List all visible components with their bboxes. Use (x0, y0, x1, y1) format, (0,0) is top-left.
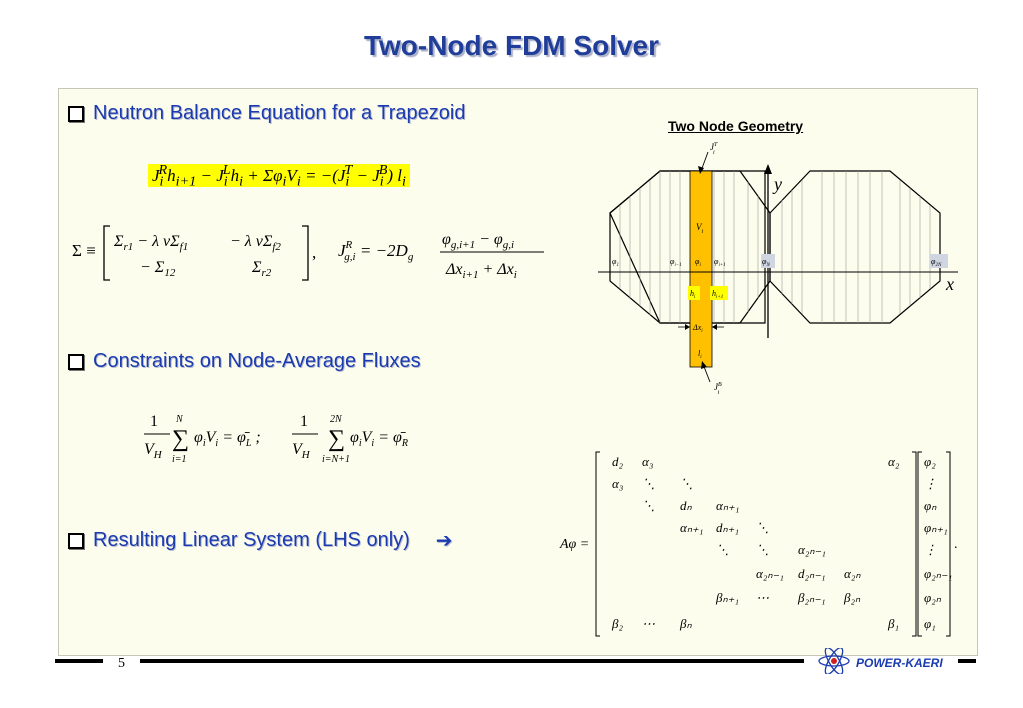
matrix-entry: α₃ (642, 454, 653, 469)
vector-entry: φ₂ₙ₋₁ (924, 566, 952, 581)
svg-text:JRg,i = −2Dg: JRg,i = −2Dg (338, 239, 414, 263)
vector-entry: ⋮ (924, 542, 937, 557)
svg-text:JBi: JBi (714, 382, 722, 396)
matrix-entry: β₂ₙ (843, 590, 861, 605)
svg-text:φi−1: φi−1 (670, 257, 682, 268)
svg-text:φN: φN (762, 257, 770, 268)
balance-equation: JiRhi+1 − JiLhi + ΣφiVi = −(JiT − JiB) l… (148, 162, 410, 190)
matrix-entry: ⋱ (680, 476, 693, 491)
svg-text:Δxi: Δxi (692, 323, 703, 334)
matrix-entry: αₙ₊₁ (680, 520, 703, 535)
matrix-entry: ⋱ (642, 498, 655, 513)
matrix-entry: α₂ₙ (844, 566, 861, 581)
matrix-entry: α₂ₙ₋₁ (798, 542, 826, 557)
y-axis-label: y (772, 174, 782, 194)
checkbox-square-icon (68, 532, 84, 549)
svg-text:hi+1: hi+1 (712, 289, 723, 300)
svg-text:JTi: JTi (710, 142, 718, 156)
matrix-lhs: Aφ = (559, 537, 589, 552)
svg-text:∑: ∑ (328, 426, 345, 452)
bullet-text: Resulting Linear System (LHS only) (93, 529, 410, 551)
matrix-entry: dₙ₊₁ (716, 520, 739, 535)
bullet-linear-system: Resulting Linear System (LHS only) ➔ (68, 528, 453, 553)
bullet-text: Neutron Balance Equation for a Trapezoid (93, 102, 466, 124)
svg-text:φi: φi (695, 257, 701, 268)
svg-text:φg,i+1 − φg,i: φg,i+1 − φg,i (442, 231, 514, 251)
matrix-entry: βₙ (679, 616, 692, 631)
matrix-entry: ⋯ (642, 616, 655, 631)
logo-text: POWER-KAERI (856, 656, 943, 670)
bullet-neutron-balance: Neutron Balance Equation for a Trapezoid (68, 102, 465, 125)
node-i-strip (689, 170, 713, 368)
svg-text:i=1: i=1 (172, 454, 187, 465)
svg-text:− λ νΣf2: − λ νΣf2 (230, 233, 281, 253)
svg-text:φ2N: φ2N (931, 257, 942, 268)
matrix-entry: ⋱ (756, 520, 769, 535)
matrix-entry: β₂ₙ₋₁ (797, 590, 826, 605)
matrix-entry: α₂ (888, 454, 900, 469)
vector-entry: φₙ (924, 498, 937, 513)
bullet-constraints: Constraints on Node-Average Fluxes (68, 350, 421, 373)
svg-text:φi+1: φi+1 (714, 257, 726, 268)
svg-text:,: , (312, 243, 316, 262)
vector-entry: φ₂ₙ (924, 590, 942, 605)
svg-text:2N: 2N (330, 414, 343, 425)
svg-text:Δxi+1 + Δxi: Δxi+1 + Δxi (445, 261, 517, 281)
vector-entry: φₙ₊₁ (924, 520, 948, 535)
svg-text:Σ ≡: Σ ≡ (72, 241, 96, 260)
matrix-trailing-period: . (954, 537, 958, 552)
checkbox-square-icon (68, 105, 84, 122)
constraint-equation: 1 VH N ∑ i=1 φiVi = φ̄L ; 1 VH 2N ∑ i=N+… (144, 413, 408, 465)
sigma-definition: Σ ≡ Σr1 − λ νΣf1 − λ νΣf2 − Σ12 Σr2 , JR… (72, 225, 544, 281)
svg-text:φiVi = φ̄L ;: φiVi = φ̄L ; (194, 429, 261, 449)
checkbox-square-icon (68, 353, 84, 370)
svg-text:VH: VH (292, 441, 311, 461)
matrix-entry: β₂ (611, 616, 623, 631)
atom-logo-icon (818, 648, 850, 674)
svg-text:i=N+1: i=N+1 (322, 454, 350, 465)
right-hex (769, 170, 941, 324)
linear-system-matrix: Aφ = d₂ α₃ α₂ α₃ ⋱ ⋱ ⋱ dₙ αₙ₊₁ αₙ₊₁ dₙ₊₁ ⋱ ⋱ ⋱ α₂ₙ₋₁ α₂… (559, 451, 958, 637)
svg-text:Vi: Vi (696, 222, 704, 235)
matrix-entry: ⋯ (756, 590, 769, 605)
matrix-entry: βₙ₊₁ (715, 590, 739, 605)
svg-text:Σr2: Σr2 (251, 259, 272, 279)
right-arrow-icon: ➔ (435, 530, 453, 552)
svg-text:Σr1 − λ νΣf1: Σr1 − λ νΣf1 (113, 233, 188, 253)
svg-text:li: li (698, 349, 702, 360)
vector-entry: φ₂ (924, 454, 936, 469)
page-number: 5 (118, 656, 125, 671)
svg-text:− Σ12: − Σ12 (140, 259, 176, 279)
svg-text:∑: ∑ (172, 426, 189, 452)
geometry-title: Two Node Geometry (668, 118, 804, 134)
matrix-entry: d₂ₙ₋₁ (798, 566, 826, 581)
svg-text:hi: hi (690, 289, 696, 300)
svg-text:VH: VH (144, 441, 163, 461)
slide-title: Two-Node FDM Solver (363, 30, 660, 61)
vector-entry: ⋮ (924, 476, 937, 491)
svg-text:N: N (175, 414, 184, 425)
matrix-entry: αₙ₊₁ (716, 498, 739, 513)
matrix-entry: ⋱ (756, 542, 769, 557)
matrix-entry: ⋱ (642, 476, 655, 491)
matrix-entry: dₙ (680, 498, 693, 513)
matrix-entry: d₂ (612, 454, 624, 469)
vector-entry: φ₁ (924, 616, 936, 631)
matrix-entry: α₃ (612, 476, 623, 491)
footer-rule (55, 659, 976, 663)
svg-text:φ1: φ1 (612, 257, 619, 268)
matrix-entry: ⋱ (716, 542, 729, 557)
svg-text:φiVi = φ̄R: φiVi = φ̄R (350, 429, 408, 449)
svg-text:1: 1 (150, 413, 158, 430)
bullet-text: Constraints on Node-Average Fluxes (93, 350, 421, 372)
matrix-entry: β₁ (887, 616, 899, 631)
x-axis-label: x (945, 274, 954, 294)
svg-text:1: 1 (300, 413, 308, 430)
matrix-entry: α₂ₙ₋₁ (756, 566, 784, 581)
